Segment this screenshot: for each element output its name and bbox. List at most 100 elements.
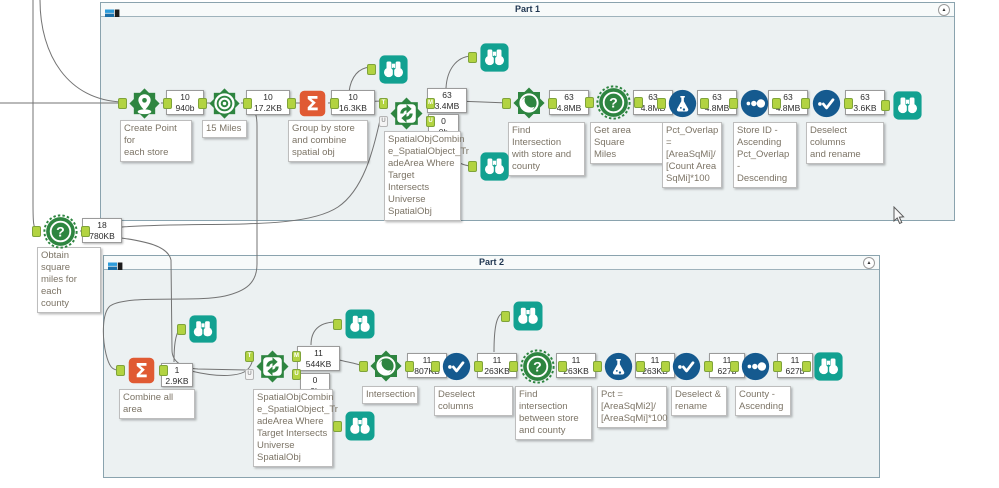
anchor-sort-store-id[interactable] [772, 98, 781, 109]
anchor-create-point[interactable] [163, 98, 172, 109]
browse-deselect-out-icon [513, 301, 543, 331]
anchor-browse-end-part1[interactable] [881, 100, 890, 111]
caption-create-point: Create Point for each store [120, 120, 192, 162]
caption-formula-pct: Pct = [AreaSqMi2]/ [AreaSqMi]*100 [597, 386, 668, 428]
find-intersection-1-icon [513, 87, 545, 119]
anchor-formula-pct[interactable] [593, 361, 602, 372]
anchor-browse-deselect-out[interactable] [501, 310, 510, 322]
anchor-select-deselect-rename-2[interactable] [704, 361, 713, 372]
caption-sort-store-id: Store ID - Ascending Pct_Overlap - Desce… [733, 122, 797, 188]
anchor-formula-pct-overlap[interactable] [657, 98, 666, 109]
container-title: Part 2 [478, 257, 504, 267]
anchor-u-spatial-match-2[interactable]: U [245, 369, 254, 380]
anchor-browse-match-u-2[interactable] [333, 420, 342, 432]
annotation-size: 4.8MB [704, 102, 730, 113]
anchor-browse-summarize-out[interactable] [367, 64, 376, 75]
anchor-find-intersection-macro-2[interactable] [509, 361, 518, 372]
tool-formula-pct-overlap[interactable] [667, 88, 698, 119]
anchor-sort-county[interactable] [773, 361, 782, 372]
tool-container-part-1[interactable]: Part 1▲ [100, 2, 955, 221]
anchor-find-intersection-macro-2[interactable] [558, 361, 567, 372]
anchor-intersection-2[interactable] [405, 360, 414, 372]
anchor-find-intersection-1[interactable] [548, 97, 557, 109]
anchor-select-deselect-rename-1[interactable] [844, 98, 853, 109]
anchor-get-area-macro[interactable] [585, 97, 594, 108]
tool-browse-match-u-1[interactable] [478, 150, 511, 183]
tool-browse-summarize-out[interactable] [377, 53, 410, 86]
wire [32, 0, 38, 231]
anchor-browse-match-m-2[interactable] [333, 318, 342, 330]
tool-browse-match-m-2[interactable] [343, 307, 377, 341]
tool-spatial-match-2[interactable] [255, 349, 290, 384]
anchor-summarize-combine-all[interactable] [159, 365, 168, 376]
tool-obtain-square-miles-macro[interactable]: ? [42, 213, 79, 250]
anchor-buffer-15-miles[interactable] [198, 98, 207, 109]
anchor-sort-county[interactable] [730, 361, 739, 372]
tool-select-deselect-rename-2[interactable] [671, 351, 702, 382]
tool-sort-store-id[interactable] [739, 88, 770, 119]
tool-intersection-2[interactable] [369, 349, 403, 383]
tool-browse-match-u-2[interactable] [343, 409, 377, 443]
anchor-browse-match-u-1[interactable] [468, 161, 477, 172]
tool-browse-combine-out[interactable] [187, 313, 219, 345]
anchor-m-spatial-match-1[interactable]: M [426, 98, 435, 109]
collapse-button[interactable]: ▲ [938, 4, 950, 16]
anchor-select-deselect-columns[interactable] [474, 361, 483, 372]
anchor-m-spatial-match-2[interactable]: M [292, 351, 301, 362]
tool-summarize-group-by-store[interactable]: Σ [297, 88, 328, 119]
tool-select-deselect-columns[interactable] [441, 351, 472, 382]
tool-get-area-macro[interactable]: ? [595, 84, 632, 121]
anchor-obtain-square-miles-macro[interactable] [32, 226, 41, 237]
caption-get-area-macro: Get area Square Miles [590, 122, 667, 164]
caption-summarize-group-by-store: Group by store and combine spatial obj [288, 120, 368, 162]
anchor-browse-match-m-1[interactable] [468, 52, 477, 63]
tool-browse-deselect-out[interactable] [511, 299, 545, 333]
annotation-record-count: 10 [348, 92, 358, 102]
annotation-record-count: 0 [441, 116, 446, 126]
tool-spatial-match-1[interactable] [389, 96, 424, 131]
anchor-get-area-macro[interactable] [634, 97, 643, 108]
anchor-t-spatial-match-1[interactable]: T [379, 98, 388, 109]
anchor-select-deselect-columns[interactable] [431, 361, 440, 372]
tool-select-deselect-rename-1[interactable] [811, 88, 842, 119]
tool-find-intersection-macro-2[interactable]: ? [519, 348, 556, 385]
caption-buffer-15-miles: 15 Miles [202, 120, 247, 138]
anchor-sort-store-id[interactable] [729, 98, 738, 109]
anchor-summarize-group-by-store[interactable] [287, 98, 296, 109]
anchor-formula-pct[interactable] [636, 361, 645, 372]
tool-sort-county[interactable] [740, 351, 771, 382]
anchor-u-spatial-match-1[interactable]: U [426, 116, 435, 127]
anchor-buffer-15-miles[interactable] [243, 98, 252, 109]
collapse-button[interactable]: ▲ [863, 257, 875, 269]
annotation-size: 627b [717, 365, 737, 376]
anchor-browse-end-part2[interactable] [802, 361, 811, 372]
anchor-browse-combine-out[interactable] [177, 323, 186, 335]
anchor-intersection-2[interactable] [359, 360, 368, 372]
tool-browse-end-part2[interactable] [812, 350, 845, 383]
tool-find-intersection-1[interactable] [512, 86, 546, 120]
tool-summarize-combine-all[interactable]: Σ [126, 355, 157, 386]
tool-browse-match-m-1[interactable] [478, 41, 511, 74]
formula-pct-icon [604, 352, 633, 381]
annotation-record-count: 11 [422, 355, 432, 365]
annotation-size: 807KB [414, 365, 440, 376]
anchor-obtain-square-miles-macro[interactable] [81, 226, 90, 237]
anchor-summarize-group-by-store[interactable] [330, 98, 339, 109]
anchor-create-point[interactable] [118, 98, 127, 109]
container-header[interactable]: Part 1▲ [101, 3, 954, 17]
tool-browse-end-part1[interactable] [891, 89, 924, 122]
anchor-u-spatial-match-2[interactable]: U [292, 369, 301, 380]
anchor-select-deselect-rename-2[interactable] [661, 361, 670, 372]
wire [190, 358, 254, 376]
anchor-find-intersection-1[interactable] [502, 97, 511, 109]
anchor-u-spatial-match-1[interactable]: U [379, 116, 388, 127]
tool-buffer-15-miles[interactable] [208, 87, 241, 120]
tool-formula-pct[interactable] [603, 351, 634, 382]
anchor-summarize-combine-all[interactable] [116, 365, 125, 376]
anchor-t-spatial-match-2[interactable]: T [245, 351, 254, 362]
anchor-select-deselect-rename-1[interactable] [801, 98, 810, 109]
container-header[interactable]: Part 2 ▲ [104, 256, 879, 270]
tool-create-point[interactable] [128, 87, 161, 120]
anchor-formula-pct-overlap[interactable] [700, 98, 709, 109]
